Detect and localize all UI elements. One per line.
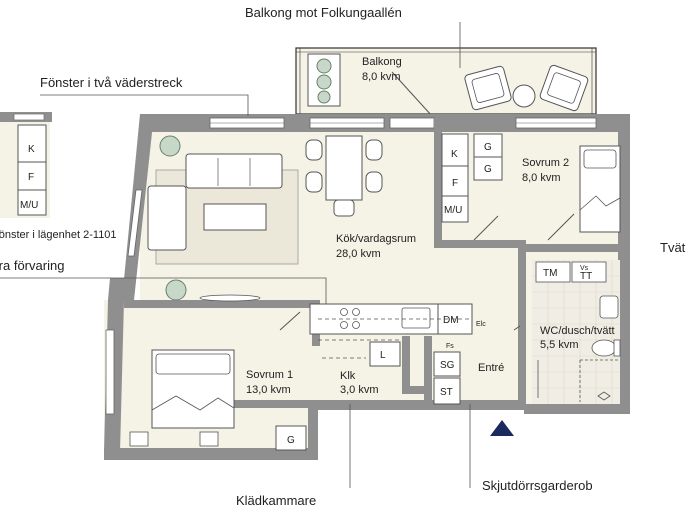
- fixture-vs: Vs: [580, 265, 589, 272]
- plant: [165, 279, 187, 301]
- neighbor-unit: K F M/U: [0, 112, 52, 216]
- balcony: Balkong 8,0 kvm: [295, 47, 597, 117]
- fixture-fs: Fs: [446, 343, 454, 350]
- kitchen-counter: DM Elc: [165, 279, 486, 341]
- bedroom-2: Sovrum 2 8,0 kvm: [522, 145, 621, 241]
- fixture-g: G: [484, 164, 492, 175]
- fixture-k: K: [451, 149, 458, 160]
- walk-in-closet: L Klk 3,0 kvm: [322, 341, 401, 396]
- bed: [151, 349, 235, 429]
- annotation-balcony-street: Balkong mot Folkungaallén: [245, 5, 402, 20]
- bedroom-1: G Sovrum 1 13,0 kvm: [129, 349, 307, 451]
- bathroom: TM Vs TT WC/dusch/tvätt 5,5 kvm: [532, 260, 621, 404]
- nightstand: [199, 431, 219, 447]
- annotation-storage: Bra förvaring: [0, 258, 64, 273]
- neighbor-fixture-mu: M/U: [20, 200, 38, 211]
- room-bath-area: 5,5 kvm: [540, 339, 579, 351]
- sofa: [147, 185, 187, 251]
- window: [105, 329, 115, 415]
- coffee-table: [203, 203, 267, 231]
- fixture-st: ST: [440, 387, 453, 398]
- room-bath-name: WC/dusch/tvätt: [540, 325, 615, 337]
- fixture-tt: TT: [580, 271, 592, 282]
- room-entrance-name: Entré: [478, 362, 504, 374]
- fixture-elc: Elc: [476, 321, 486, 328]
- balcony-armchair: [539, 64, 589, 112]
- room-walkin-area: 3,0 kvm: [340, 384, 379, 396]
- annotation-neighbor-window: Fönster i lägenhet 2-1101: [0, 229, 117, 241]
- neighbor-fixture-k: K: [28, 144, 35, 155]
- toilet: [591, 339, 617, 357]
- entrance: Fs SG ST Entré: [433, 325, 521, 436]
- annotation-windows-two: Fönster i två väderstreck: [40, 75, 183, 90]
- walls: [104, 114, 630, 460]
- room-kitchen-living-name: Kök/vardagsrum: [336, 233, 416, 245]
- shelf: [199, 294, 261, 302]
- room-bedroom2-name: Sovrum 2: [522, 157, 569, 169]
- balcony-area: 8,0 kvm: [362, 71, 401, 83]
- entry-arrow: [490, 420, 514, 436]
- room-kitchen-living-area: 28,0 kvm: [336, 248, 381, 260]
- nightstand: [129, 431, 149, 447]
- room-bedroom2-area: 8,0 kvm: [522, 172, 561, 184]
- fixture-g: G: [287, 435, 295, 446]
- neighbor-fixture-f: F: [28, 172, 34, 183]
- balcony-name: Balkong: [362, 56, 402, 68]
- kitchen-storage: K F M/U G G: [441, 133, 503, 241]
- sink: [599, 295, 619, 319]
- balcony-armchair: [464, 65, 512, 111]
- fixture-tm: TM: [543, 268, 557, 279]
- living-room: Kök/vardagsrum 28,0 kvm: [147, 135, 416, 265]
- fixture-mu: M/U: [444, 205, 462, 216]
- callouts: [0, 22, 471, 488]
- annotation-sliding-wardrobe: Skjutdörrsgarderob: [482, 478, 593, 493]
- annotation-walk-in: Klädkammare: [236, 493, 316, 508]
- bed: [579, 145, 621, 233]
- fixture-f: F: [452, 178, 458, 189]
- fixture-dm: DM: [443, 315, 459, 326]
- annotation-laundry: Tvät: [660, 240, 686, 255]
- fixture-g: G: [484, 142, 492, 153]
- room-walkin-name: Klk: [340, 370, 356, 382]
- fixture-sg: SG: [440, 360, 455, 371]
- dining-table: [325, 135, 363, 201]
- plant: [159, 135, 181, 157]
- fixture-l: L: [380, 350, 386, 361]
- sofa: [185, 153, 283, 189]
- room-bedroom1-area: 13,0 kvm: [246, 384, 291, 396]
- balcony-table: [512, 84, 536, 108]
- balcony-door: [389, 117, 435, 129]
- room-bedroom1-name: Sovrum 1: [246, 369, 293, 381]
